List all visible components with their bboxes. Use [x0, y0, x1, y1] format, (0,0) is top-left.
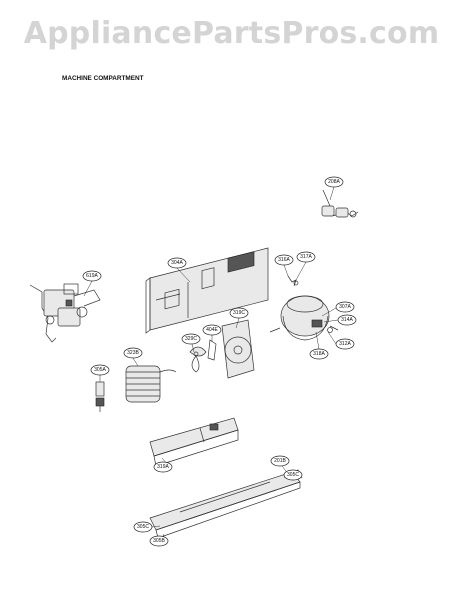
- callout-label: 201B: [274, 458, 286, 464]
- callout-label: 319C: [233, 310, 245, 316]
- part-329c-drawing[interactable]: [189, 346, 207, 373]
- callout-305c-right[interactable]: 305C: [283, 469, 303, 481]
- callout-label: 404E: [206, 327, 218, 333]
- callout-305a[interactable]: 305A: [90, 364, 110, 376]
- callout-label: 314A: [341, 317, 353, 323]
- callout-label: 305C: [137, 524, 149, 530]
- part-305a-drawing[interactable]: [95, 381, 105, 412]
- callout-label: 318A: [313, 351, 325, 357]
- callout-319a[interactable]: 319A: [153, 461, 173, 473]
- part-316a-317a-drawing[interactable]: [287, 275, 299, 287]
- callout-label: 208A: [328, 179, 340, 185]
- callout-label: 304A: [171, 260, 183, 266]
- callout-619a[interactable]: 619A: [82, 270, 102, 282]
- part-base-rail-drawing[interactable]: [149, 469, 303, 539]
- callout-329c[interactable]: 329C: [181, 333, 201, 345]
- part-404e-drawing[interactable]: [207, 339, 217, 361]
- callout-305c-left[interactable]: 305C: [133, 521, 153, 533]
- callout-312a[interactable]: 312A: [335, 338, 355, 350]
- callout-label: 307A: [339, 304, 351, 310]
- site-watermark: AppliancePartsPros.com: [23, 16, 440, 51]
- callout-201b[interactable]: 201B: [270, 455, 290, 467]
- callout-305b[interactable]: 305B: [149, 535, 169, 547]
- callout-label: 316A: [278, 257, 290, 263]
- callout-label: 317A: [300, 254, 312, 260]
- callout-208a[interactable]: 208A: [324, 176, 344, 188]
- callout-label: 305C: [287, 472, 299, 478]
- callout-304a[interactable]: 304A: [167, 257, 187, 269]
- callout-317a[interactable]: 317A: [296, 251, 316, 263]
- leader-lines: [83, 186, 339, 541]
- callout-label: 323B: [127, 350, 139, 356]
- callout-label: 305B: [153, 538, 165, 544]
- callout-label: 305A: [94, 367, 106, 373]
- section-title: MACHINE COMPARTMENT: [62, 75, 144, 82]
- part-323b-drawing[interactable]: [125, 365, 177, 403]
- callout-307a[interactable]: 307A: [335, 301, 355, 313]
- callout-318a[interactable]: 318A: [309, 348, 329, 360]
- callout-label: 319A: [157, 464, 169, 470]
- callout-404e[interactable]: 404E: [202, 324, 222, 336]
- part-319a-drawing[interactable]: [149, 417, 239, 467]
- callout-323b[interactable]: 323B: [123, 347, 143, 359]
- callout-314a[interactable]: 314A: [337, 314, 357, 326]
- callout-316a[interactable]: 316A: [274, 254, 294, 266]
- callout-label: 329C: [185, 336, 197, 342]
- callout-label: 312A: [339, 341, 351, 347]
- callout-319c[interactable]: 319C: [229, 307, 249, 319]
- part-compressor-drawing[interactable]: [269, 295, 339, 341]
- part-319c-drawing[interactable]: [221, 319, 255, 379]
- part-208a-drawing[interactable]: [321, 189, 359, 218]
- callout-label: 619A: [86, 273, 98, 279]
- part-304a-drawing[interactable]: [145, 247, 269, 334]
- part-619a-drawing[interactable]: [29, 283, 101, 343]
